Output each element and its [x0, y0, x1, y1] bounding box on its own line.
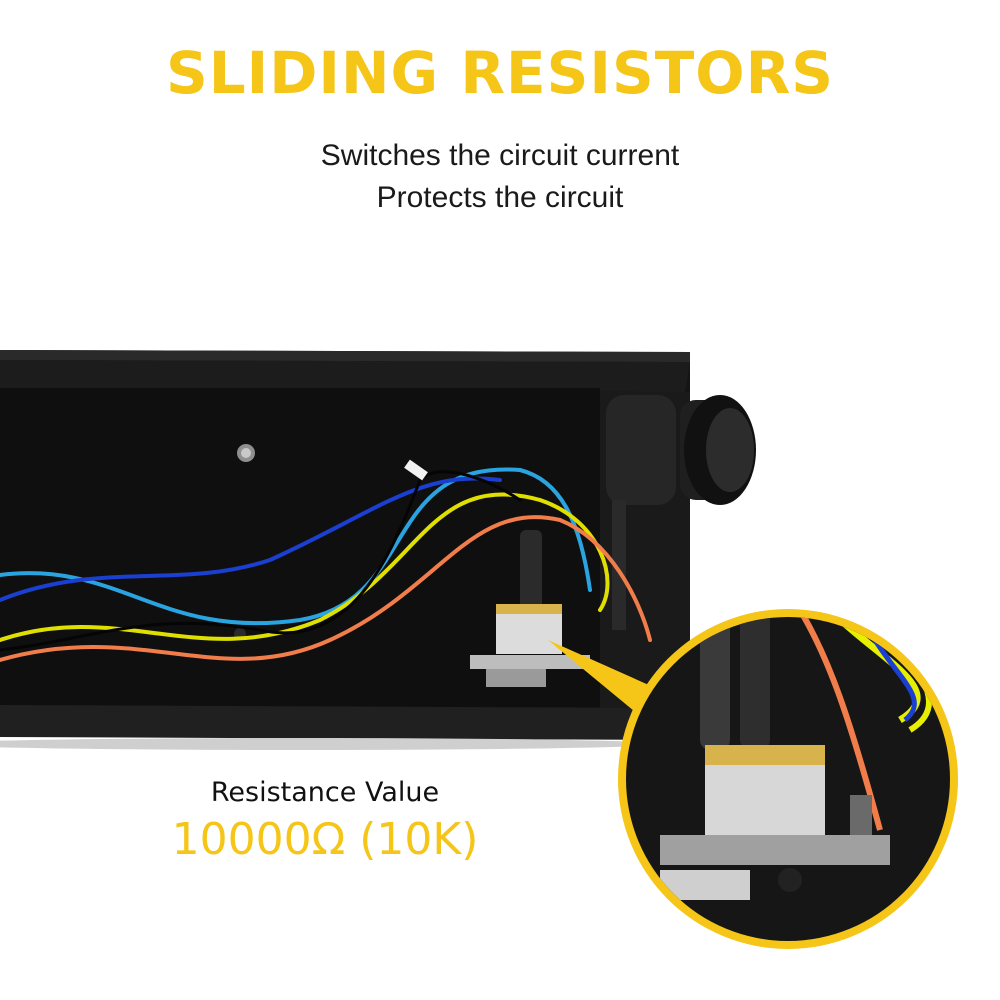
wire-bundle	[0, 467, 652, 662]
subtitle-line-2: Protects the circuit	[376, 181, 624, 214]
potentiometer-knob	[606, 395, 756, 630]
enclosure	[0, 350, 690, 750]
sliding-resistor	[470, 530, 590, 687]
page-title: SLIDING RESISTORS	[165, 39, 835, 107]
resistance-label: Resistance Value	[210, 777, 440, 808]
screw-top	[237, 444, 255, 462]
callout-pointer	[548, 640, 660, 720]
cable-tie	[404, 459, 428, 481]
subtitle-line-1: Switches the circuit current	[320, 139, 680, 172]
control-box-photo	[0, 350, 958, 949]
zoom-magnifier	[618, 609, 958, 949]
resistance-value: 10000Ω (10K)	[171, 814, 479, 865]
